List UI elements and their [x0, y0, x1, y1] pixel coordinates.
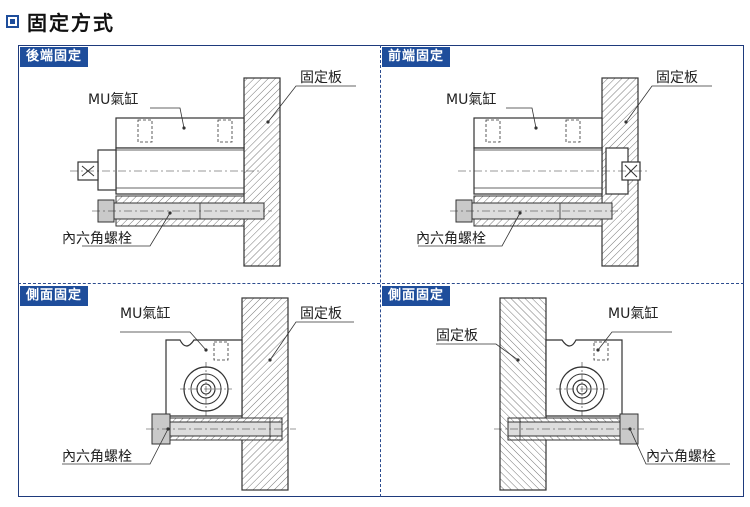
panel-side-mount-right: [436, 297, 730, 491]
front-mount-bolt: [450, 195, 622, 227]
rear-bolt-label: 內六角螺栓: [62, 231, 132, 247]
side-right-bolt-label: 內六角螺栓: [646, 449, 716, 465]
front-cylinder-body: [458, 117, 650, 195]
front-plate-label: 固定板: [656, 70, 698, 86]
panel-rear-mount: [70, 77, 356, 267]
side-right-cylinder-body: [545, 339, 623, 417]
side-left-fixing-plate: [241, 297, 289, 491]
diagram-frame: [18, 45, 744, 497]
side-left-cylinder-body: [165, 339, 243, 417]
side-left-cylinder-label: MU氣缸: [120, 305, 170, 322]
side-right-cylinder-label: MU氣缸: [608, 305, 658, 322]
panel-tag-rear: 後端固定: [20, 47, 89, 67]
front-cylinder-label: MU氣缸: [446, 91, 496, 108]
square-bullet-icon: [6, 14, 19, 28]
side-left-plate-label: 固定板: [300, 306, 342, 322]
rear-cylinder-body: [70, 117, 262, 195]
panel-side-mount-left: [62, 297, 354, 491]
rear-fixing-plate: [243, 77, 281, 267]
side-right-mount-bolt: [494, 413, 644, 445]
side-left-bolt-label: 內六角螺栓: [62, 449, 132, 465]
side-right-fixing-plate: [499, 297, 547, 491]
section-header: 固定方式: [6, 6, 115, 36]
panel-tag-side-left: 側面固定: [20, 286, 89, 306]
front-bolt-label: 內六角螺栓: [416, 231, 486, 247]
panel-tag-side-right: 側面固定: [382, 286, 451, 306]
side-left-mount-bolt: [146, 413, 296, 445]
rear-plate-label: 固定板: [300, 70, 342, 86]
side-right-plate-label: 固定板: [436, 328, 478, 344]
panel-front-mount: [418, 77, 712, 267]
panel-divider-horizontal: [18, 283, 744, 284]
section-title: 固定方式: [27, 10, 115, 35]
rear-cylinder-label: MU氣缸: [88, 91, 138, 108]
panel-divider-vertical: [380, 45, 381, 497]
rear-mount-bolt: [92, 195, 272, 227]
panel-tag-front: 前端固定: [382, 47, 451, 67]
